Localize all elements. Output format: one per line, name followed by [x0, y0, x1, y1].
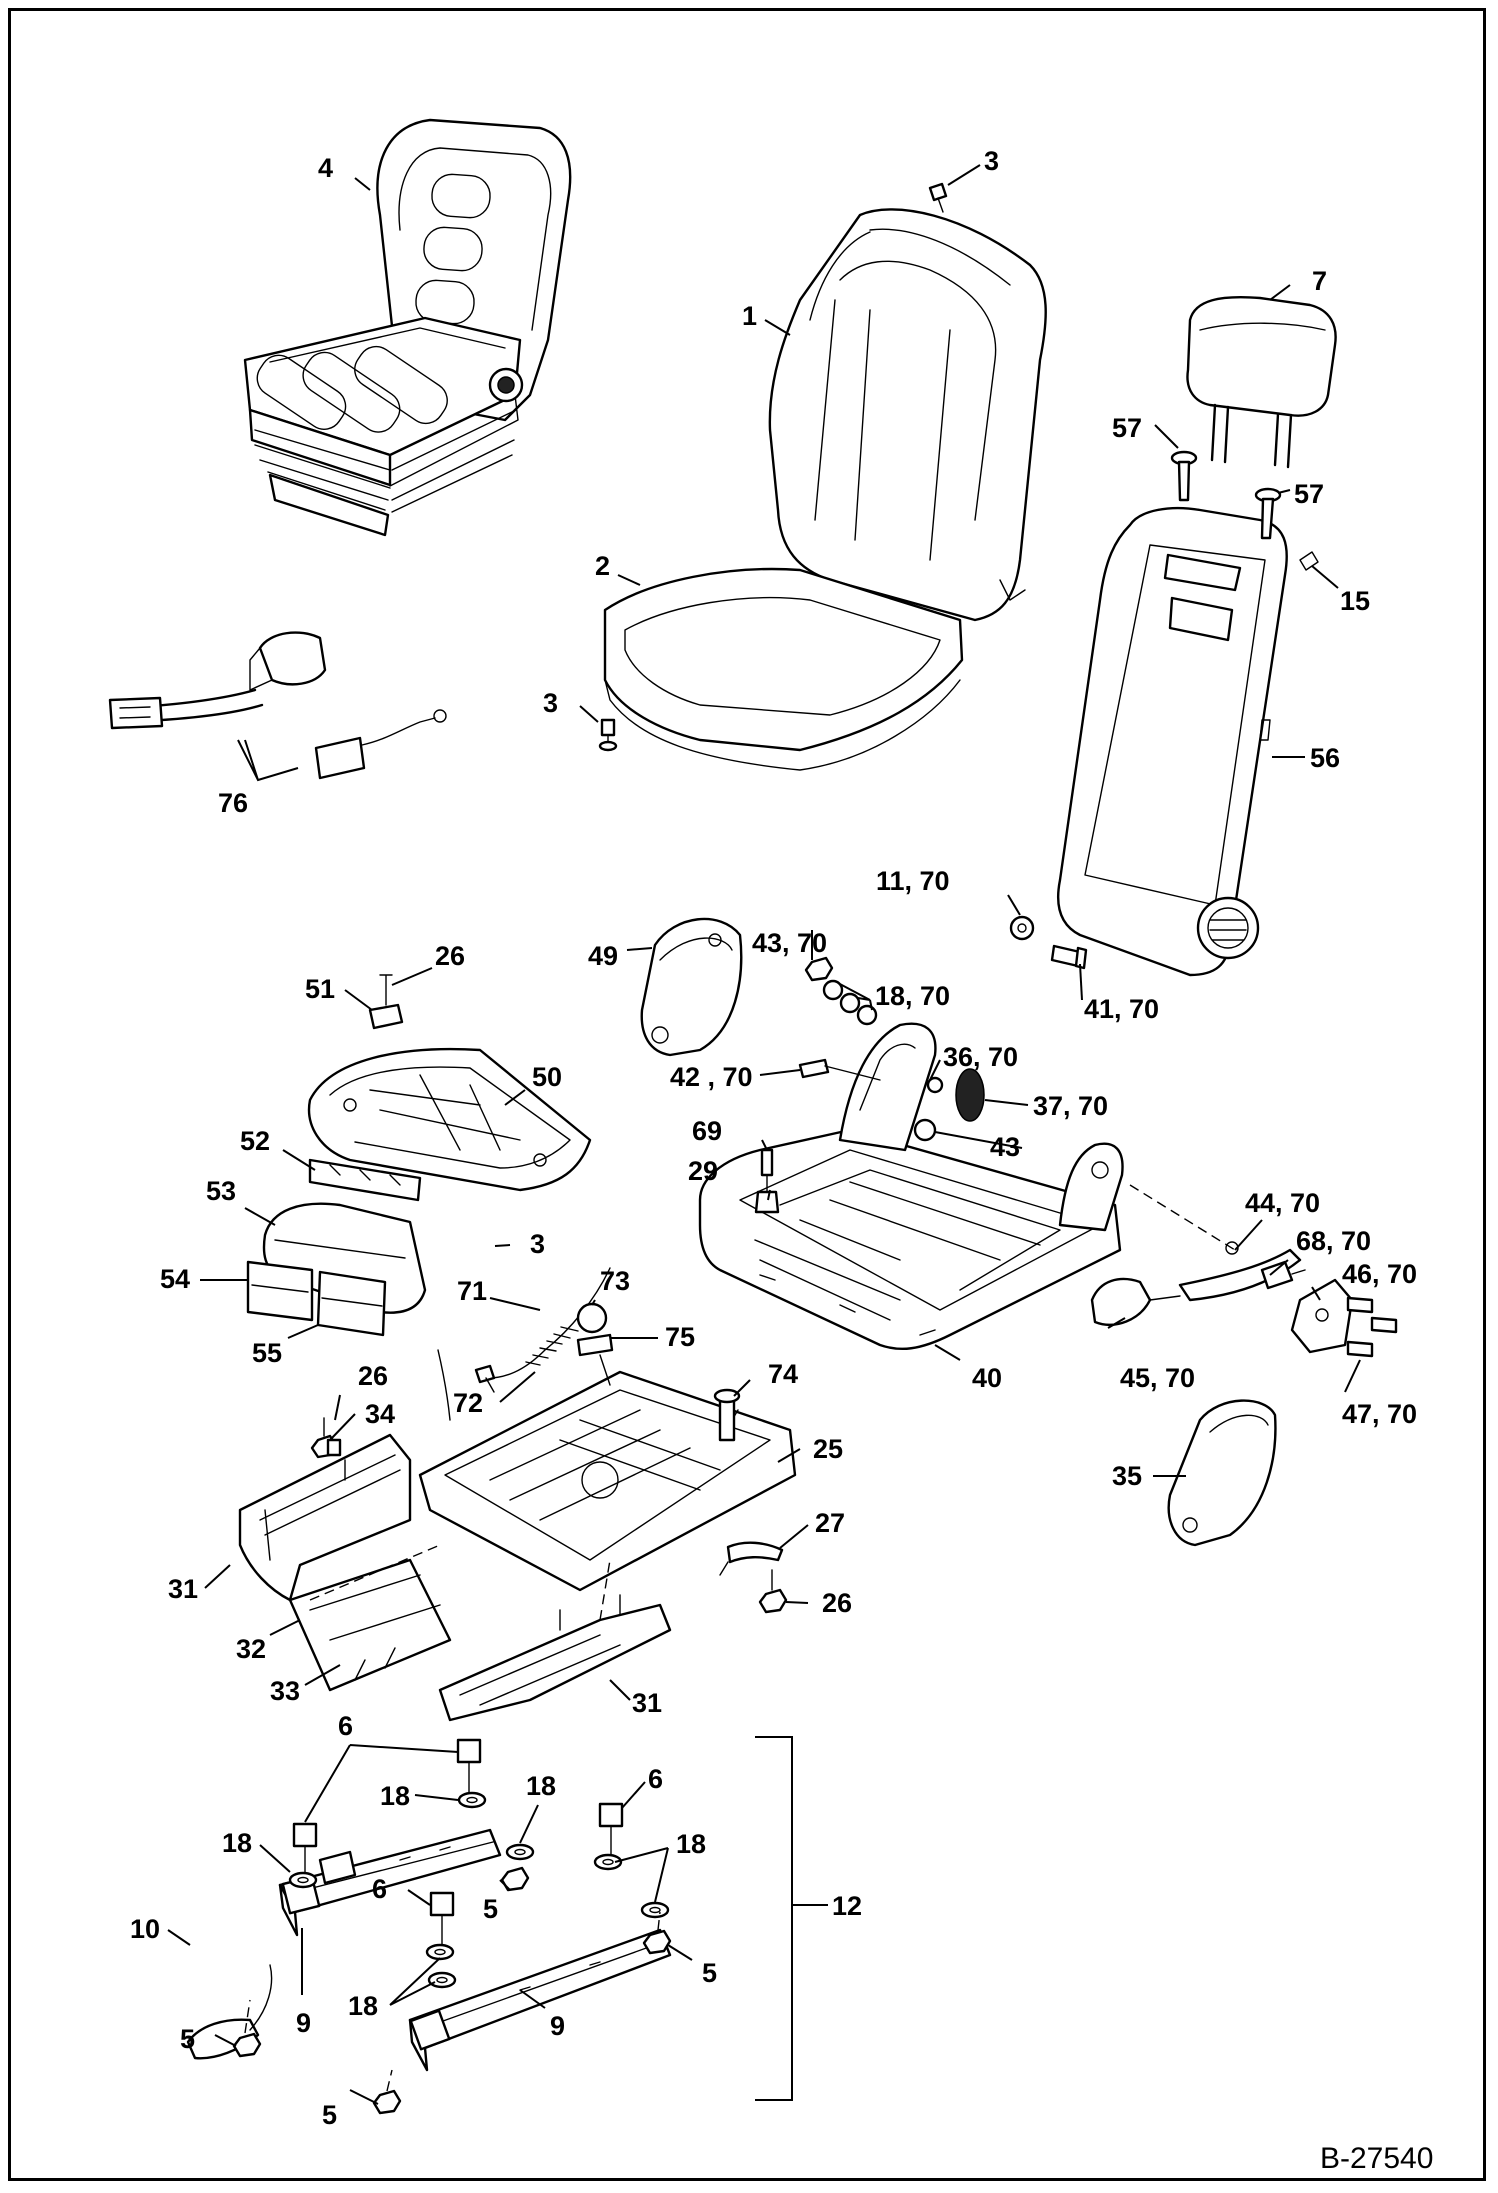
callout-29: 29	[688, 1156, 718, 1186]
leader-lines	[167, 164, 1361, 2105]
callout-42-70: 42 , 70	[670, 1062, 753, 1092]
callout-26-mid: 26	[358, 1361, 388, 1391]
callout-15: 15	[1340, 586, 1370, 616]
part-seat-frame	[698, 1022, 1124, 1351]
callout-25: 25	[813, 1434, 843, 1464]
callout-5-bottom: 5	[322, 2100, 337, 2130]
callout-72: 72	[453, 1388, 483, 1418]
part-backrest-frame	[1057, 506, 1288, 977]
callout-35: 35	[1112, 1461, 1142, 1491]
part-side-cover-left	[640, 917, 743, 1057]
callout-26-bottom: 26	[822, 1588, 852, 1618]
callout-40: 40	[972, 1363, 1002, 1393]
part-base-frame-front	[288, 1558, 452, 1692]
callout-18-left: 18	[222, 1828, 252, 1858]
callout-31-right: 31	[632, 1688, 662, 1718]
assembly-lines-base	[309, 1544, 611, 1621]
callout-18-mid: 18	[526, 1771, 556, 1801]
callout-46-70: 46, 70	[1342, 1259, 1417, 1289]
part-knobs-54-55	[246, 1260, 387, 1337]
part-complete-seat	[243, 118, 572, 537]
callout-43: 43	[990, 1132, 1020, 1162]
hardware-screws	[326, 182, 1319, 1457]
callout-71: 71	[457, 1276, 487, 1306]
callout-1: 1	[742, 301, 757, 331]
callout-75: 75	[665, 1322, 695, 1352]
callout-9-left: 9	[296, 2008, 311, 2038]
callout-3-panel: 3	[530, 1229, 545, 1259]
callout-18-bottom: 18	[348, 1991, 378, 2021]
callout-5-right: 5	[702, 1958, 717, 1988]
part-backrest-cushion	[768, 208, 1047, 622]
callout-9-right: 9	[550, 2011, 565, 2041]
sheet-border	[8, 8, 1486, 2181]
part-slide-rail-left	[278, 1828, 502, 1937]
callout-6-right: 6	[648, 1764, 663, 1794]
callout-6-mid: 6	[372, 1874, 387, 1904]
callout-5-top: 5	[483, 1894, 498, 1924]
callout-3-cushion: 3	[543, 688, 558, 718]
callout-7: 7	[1312, 266, 1327, 296]
callout-56: 56	[1310, 743, 1340, 773]
callout-18-70: 18, 70	[875, 981, 950, 1011]
callout-57-left: 57	[1112, 413, 1142, 443]
callout-11-70: 11, 70	[876, 866, 950, 896]
callout-54: 54	[160, 1264, 190, 1294]
callout-68-70: 68, 70	[1296, 1226, 1371, 1256]
callout-12: 12	[832, 1891, 862, 1921]
hardware-rails	[232, 1738, 672, 2115]
hardware-base	[310, 1388, 788, 1614]
callout-31-left: 31	[168, 1574, 198, 1604]
part-lever-52	[308, 1158, 422, 1202]
callout-41-70: 41, 70	[1084, 994, 1159, 1024]
callout-33: 33	[270, 1676, 300, 1706]
drawing-reference-number: B-27540	[1320, 2142, 1433, 2175]
part-lumbar-plate	[307, 1047, 592, 1192]
callout-43-70-top: 43, 70	[752, 928, 827, 958]
part-recline-lever	[1090, 1184, 1398, 1358]
callout-69: 69	[692, 1116, 722, 1146]
callout-26-top: 26	[435, 941, 465, 971]
callout-27: 27	[815, 1508, 845, 1538]
callout-6-top: 6	[338, 1711, 353, 1741]
callout-57-right: 57	[1294, 479, 1324, 509]
callout-55: 55	[252, 1338, 282, 1368]
callout-45-70: 45, 70	[1120, 1363, 1195, 1393]
callout-32: 32	[236, 1634, 266, 1664]
callout-34: 34	[365, 1399, 395, 1429]
part-slide-rail-right	[408, 1928, 672, 2072]
part-headrest	[1186, 296, 1337, 469]
callout-37-70: 37, 70	[1033, 1091, 1108, 1121]
callout-76: 76	[218, 788, 248, 818]
callout-53: 53	[206, 1176, 236, 1206]
part-side-cover-right	[1167, 1399, 1277, 1547]
callout-74: 74	[768, 1359, 798, 1389]
callout-5-left: 5	[180, 2024, 195, 2054]
part-seat-cushion	[603, 567, 964, 771]
callout-73: 73	[600, 1266, 630, 1296]
callout-labels: 3 4 1 7 57 57 15 2 3 56 76 11, 70 49 43,…	[130, 146, 1433, 2175]
callout-49: 49	[588, 941, 618, 971]
callout-47-70: 47, 70	[1342, 1399, 1417, 1429]
callout-18-top: 18	[380, 1781, 410, 1811]
part-cable-spring	[437, 1267, 614, 1421]
callout-36-70: 36, 70	[943, 1042, 1018, 1072]
callout-2: 2	[595, 551, 610, 581]
callout-52: 52	[240, 1126, 270, 1156]
callout-10: 10	[130, 1914, 160, 1944]
part-bracket-51	[368, 974, 404, 1030]
callout-44-70: 44, 70	[1245, 1188, 1320, 1218]
part-base-frame-left	[238, 1433, 412, 1602]
callout-3-top: 3	[984, 146, 999, 176]
hardware-frame	[754, 956, 985, 1214]
callout-50: 50	[532, 1062, 562, 1092]
callout-4: 4	[318, 153, 333, 183]
callout-18-right: 18	[676, 1829, 706, 1859]
part-seat-belt	[108, 631, 447, 780]
callout-51: 51	[305, 974, 335, 1004]
